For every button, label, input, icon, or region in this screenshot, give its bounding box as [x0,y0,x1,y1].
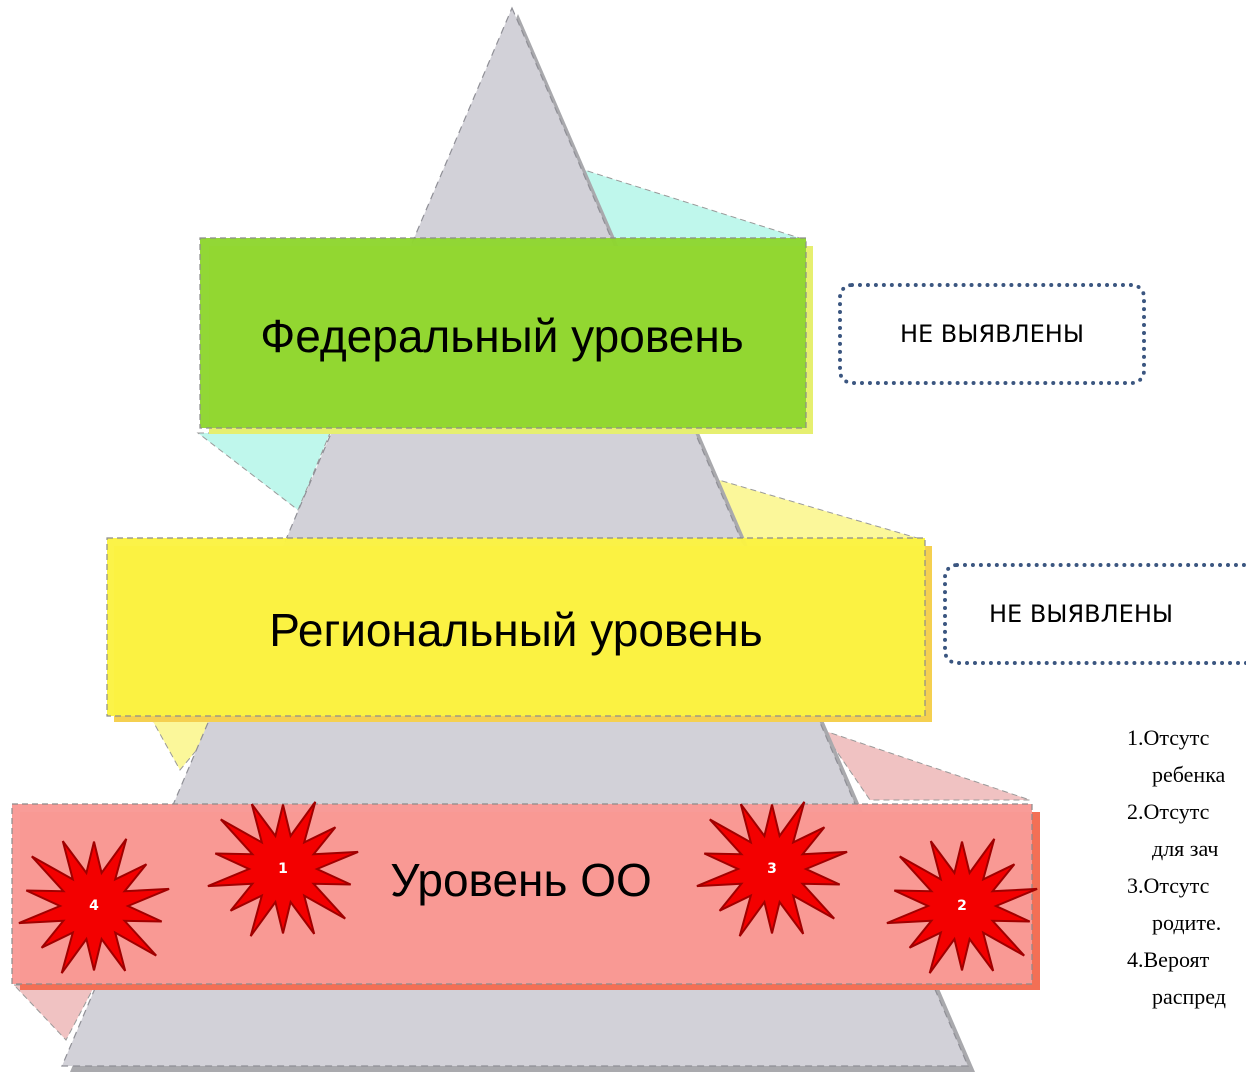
list-item-line1: 3.Отсутс [1127,873,1210,898]
regional-level-label: Региональный уровень [269,604,763,656]
list-item-line2: ребенка [1152,762,1226,787]
list-item-line1: 1.Отсутс [1127,725,1210,750]
burst-number-2: 2 [957,898,967,914]
pyramid [61,6,969,1067]
starburst-icon [207,801,359,937]
federal-band [199,237,807,429]
pink-side-panel-top [820,729,1031,801]
list-item-line1: 2.Отсутс [1127,799,1210,824]
regional-note-not-found: НЕ ВЫЯВЛЕНЫ [943,563,1246,665]
burst-number-4: 4 [89,898,99,914]
oo-level-label: Уровень ОО [390,854,652,906]
starburst-icon [18,838,170,974]
list-item: 4.Вероят распред [1127,941,1246,1015]
regional-note-text: НЕ ВЫЯВЛЕНЫ [989,600,1174,628]
starburst-icon [696,801,848,937]
list-item-line2: распред [1152,984,1226,1009]
list-item: 3.Отсутс родите. [1127,867,1246,941]
burst-number-3: 3 [767,861,777,877]
list-item-line2: для зач [1152,836,1219,861]
problems-list: 1.Отсутс ребенка 2.Отсутс для зач 3.Отсу… [1127,719,1246,1015]
list-item: 2.Отсутс для зач [1127,793,1246,867]
federal-level-label: Федеральный уровень [260,310,744,362]
list-item: 1.Отсутс ребенка [1127,719,1246,793]
federal-note-not-found: НЕ ВЫЯВЛЕНЫ [838,283,1146,385]
list-item-line1: 4.Вероят [1127,947,1210,972]
oo-band [11,803,1033,985]
burst-number-1: 1 [278,861,288,877]
regional-band [106,537,926,717]
bursts-layer [18,801,1038,974]
list-item-line2: родите. [1152,910,1222,935]
starburst-icon [886,838,1038,974]
